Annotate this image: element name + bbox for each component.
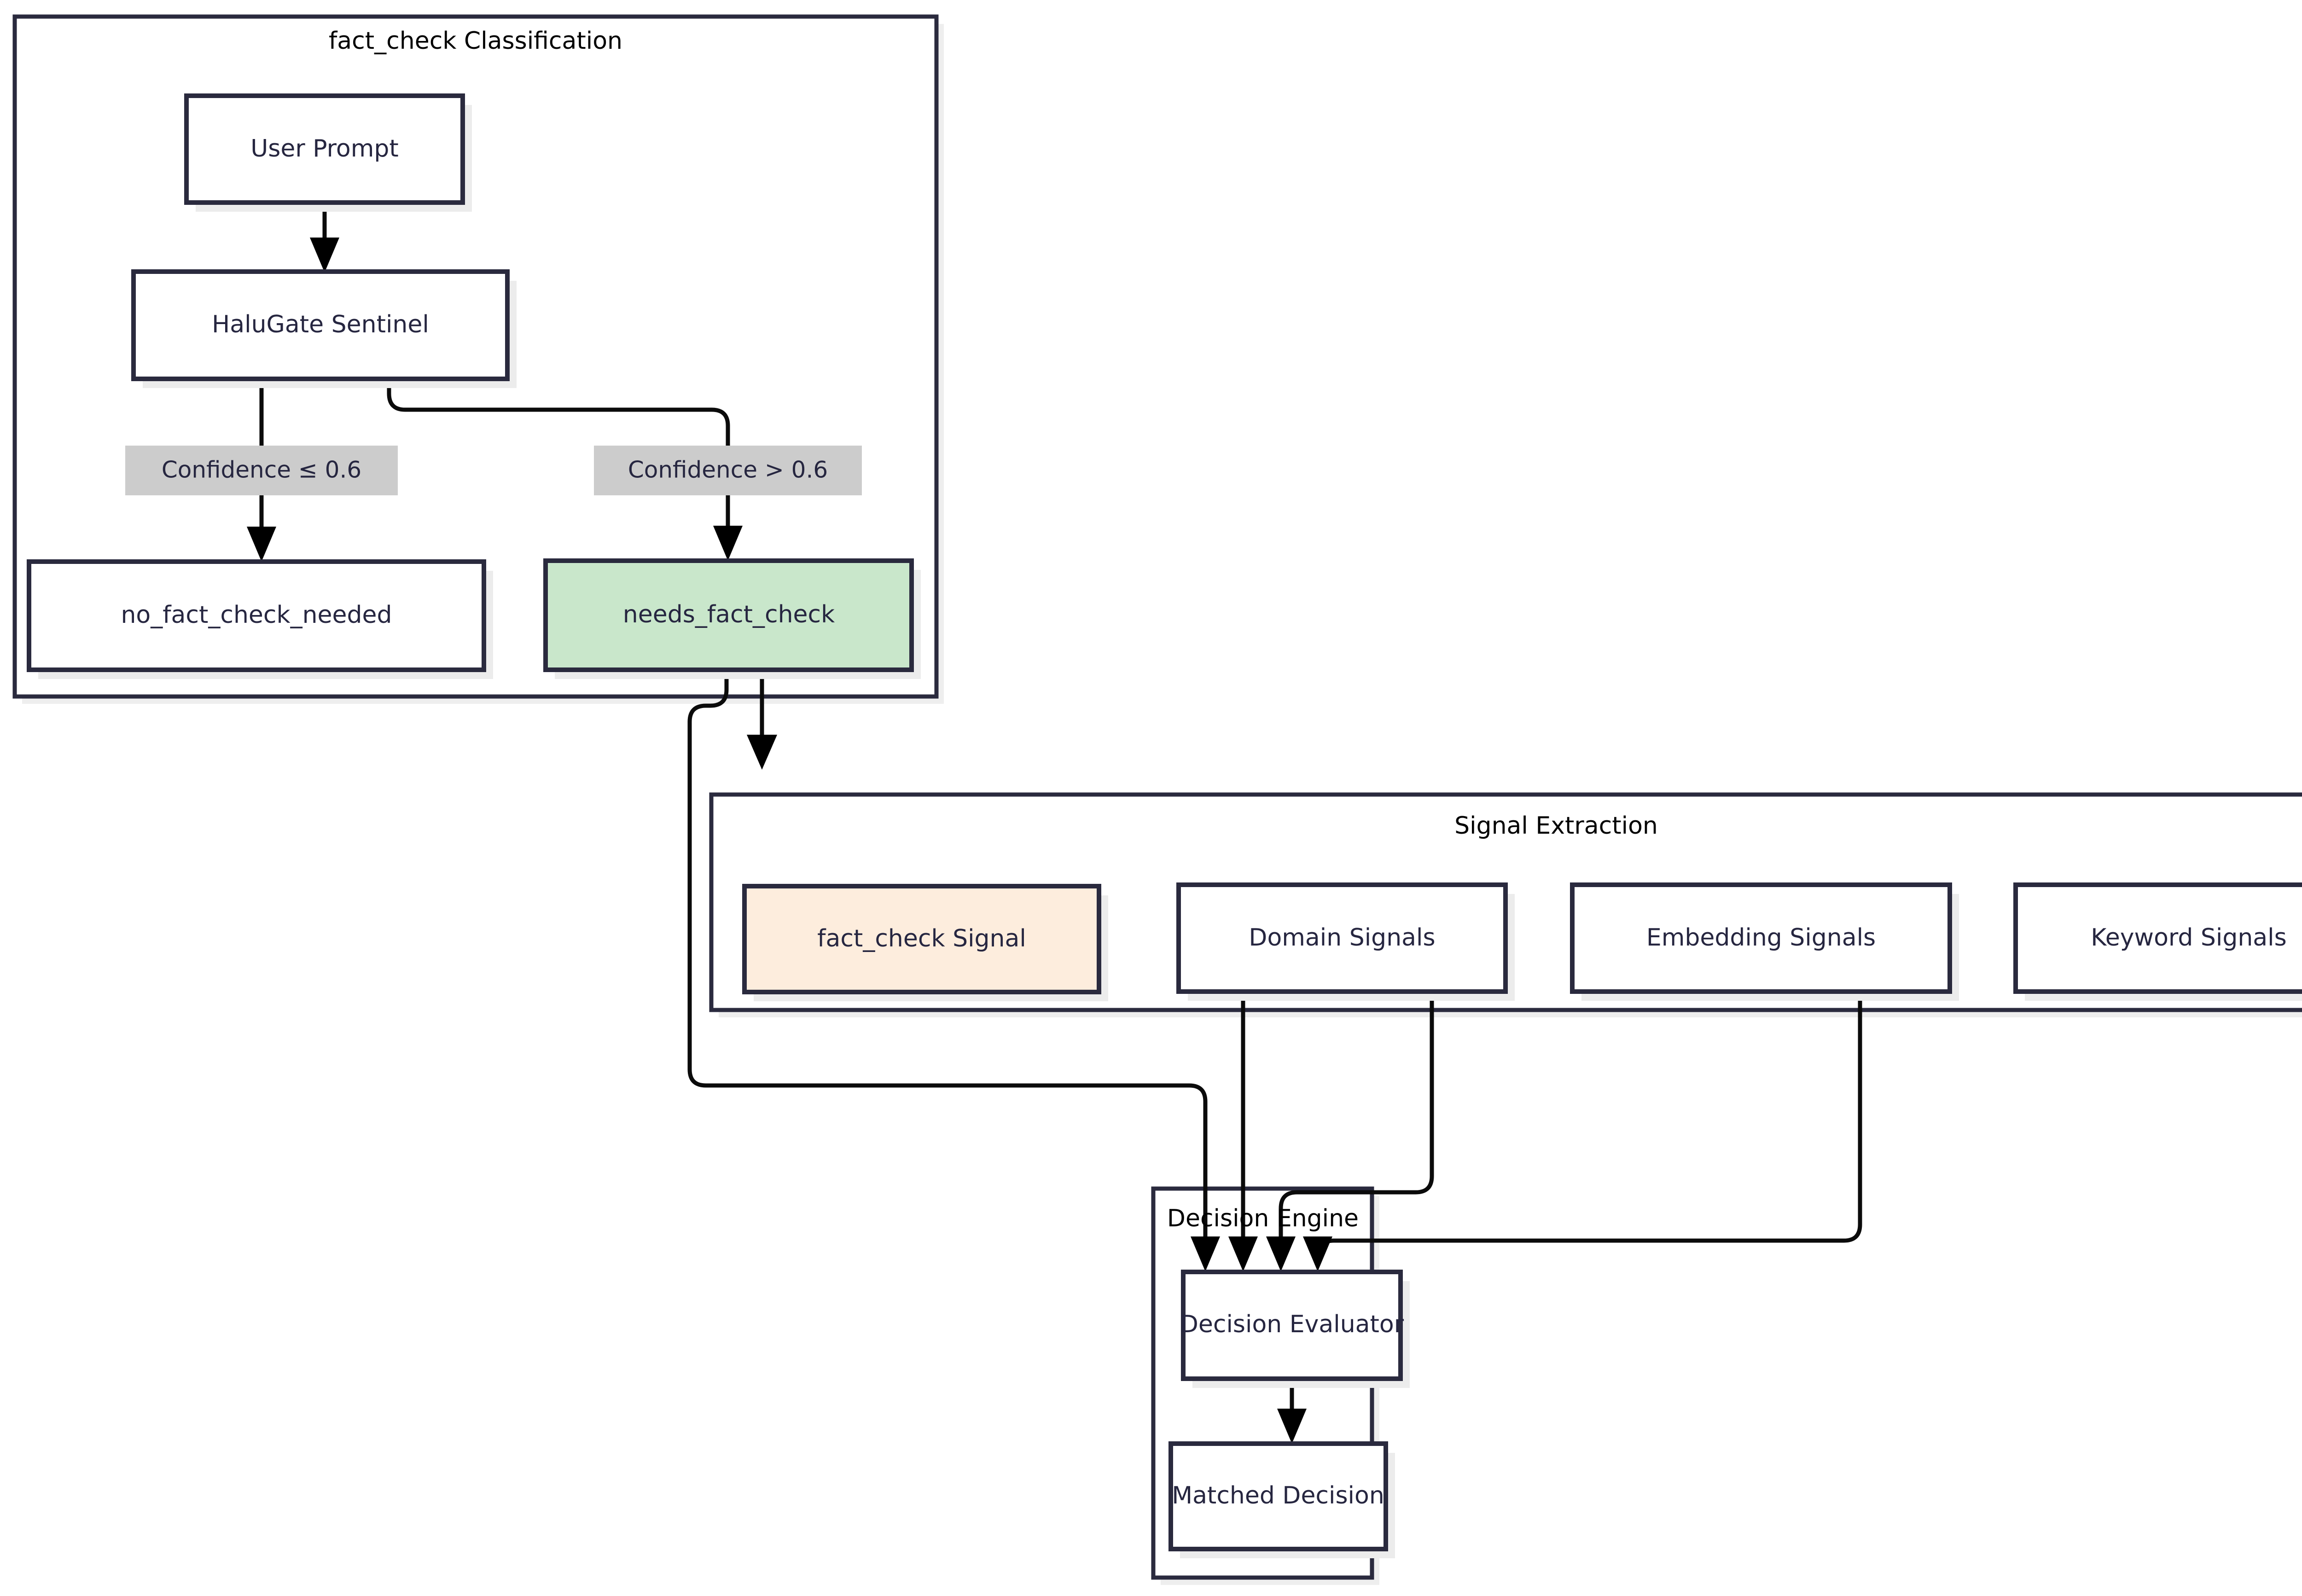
node-fact-check-signal[interactable]: fact_check Signal bbox=[742, 884, 1108, 1001]
node-box[interactable] bbox=[1570, 882, 1952, 994]
edge-line bbox=[1315, 992, 1862, 1259]
node-matched-decision[interactable]: Matched Decision bbox=[1168, 1441, 1395, 1558]
edge-domain-signals-to-evaluator bbox=[1228, 992, 1258, 1271]
edge-keyword-signals-to-evaluator bbox=[1303, 992, 1862, 1271]
edge-label-text-confidence-high: Confidence > 0.6 bbox=[628, 457, 828, 483]
edge-label-background bbox=[125, 446, 398, 495]
node-label-no-fact-check-needed: no_fact_check_needed bbox=[121, 601, 392, 629]
node-box[interactable] bbox=[1181, 1270, 1403, 1381]
node-box[interactable] bbox=[1168, 1441, 1388, 1551]
node-box[interactable] bbox=[742, 884, 1101, 994]
node-user-prompt[interactable]: User Prompt bbox=[184, 93, 472, 212]
arrowhead-icon bbox=[747, 735, 777, 770]
cluster-title-signal-extraction: Signal Extraction bbox=[1454, 812, 1658, 840]
node-label-embedding-signals: Embedding Signals bbox=[1646, 924, 1876, 952]
node-domain-signals[interactable]: Domain Signals bbox=[1176, 882, 1515, 1001]
node-no-fact-check-needed[interactable]: no_fact_check_needed bbox=[27, 559, 493, 679]
arrowhead-icon bbox=[1303, 1236, 1332, 1271]
edge-needs-fact-check-to-signals bbox=[747, 670, 777, 770]
node-label-keyword-signals: Keyword Signals bbox=[2091, 924, 2286, 952]
node-box[interactable] bbox=[543, 558, 914, 672]
node-label-decision-evaluator: Decision Evaluator bbox=[1180, 1311, 1404, 1338]
arrowhead-icon bbox=[713, 526, 743, 561]
edge-label-confidence-low: Confidence ≤ 0.6 bbox=[125, 446, 398, 495]
arrowhead-icon bbox=[1277, 1409, 1307, 1444]
edge-embedding-signals-to-evaluator bbox=[1266, 992, 1434, 1271]
arrowhead-icon bbox=[247, 527, 276, 562]
node-label-fact-check-signal: fact_check Signal bbox=[817, 925, 1026, 952]
node-label-user-prompt: User Prompt bbox=[250, 135, 399, 163]
arrowhead-icon bbox=[310, 238, 339, 273]
edge-halugate-to-needs-fact-check bbox=[387, 379, 743, 561]
arrowhead-icon bbox=[1191, 1236, 1220, 1271]
node-label-halugate-sentinel: HaluGate Sentinel bbox=[212, 311, 429, 338]
node-label-matched-decision: Matched Decision bbox=[1172, 1482, 1384, 1509]
node-box[interactable] bbox=[27, 559, 486, 672]
arrowhead-icon bbox=[1228, 1236, 1258, 1271]
arrowhead-icon bbox=[1266, 1236, 1296, 1271]
node-halugate-sentinel[interactable]: HaluGate Sentinel bbox=[131, 269, 517, 388]
node-box[interactable] bbox=[2013, 882, 2302, 994]
node-decision-evaluator[interactable]: Decision Evaluator bbox=[1180, 1270, 1410, 1388]
cluster-title-decision-engine: Decision Engine bbox=[1167, 1205, 1359, 1232]
node-box[interactable] bbox=[184, 93, 465, 205]
edge-line bbox=[387, 379, 730, 540]
edge-label-text-confidence-low: Confidence ≤ 0.6 bbox=[162, 457, 361, 483]
edge-line bbox=[1279, 992, 1434, 1251]
edge-needs-fact-check-to-evaluator bbox=[687, 670, 1220, 1271]
node-label-needs-fact-check: needs_fact_check bbox=[623, 601, 835, 628]
node-embedding-signals[interactable]: Embedding Signals bbox=[1570, 882, 1959, 1001]
node-box[interactable] bbox=[1176, 882, 1508, 994]
cluster-title-fact-check-classification: fact_check Classification bbox=[329, 27, 622, 55]
node-label-domain-signals: Domain Signals bbox=[1249, 924, 1435, 952]
edge-label-confidence-high: Confidence > 0.6 bbox=[594, 446, 862, 495]
node-keyword-signals[interactable]: Keyword Signals bbox=[2013, 882, 2302, 1001]
edge-label-background bbox=[594, 446, 862, 495]
edge-line bbox=[687, 670, 1208, 1251]
node-box[interactable] bbox=[131, 269, 510, 381]
node-needs-fact-check[interactable]: needs_fact_check bbox=[543, 558, 921, 679]
